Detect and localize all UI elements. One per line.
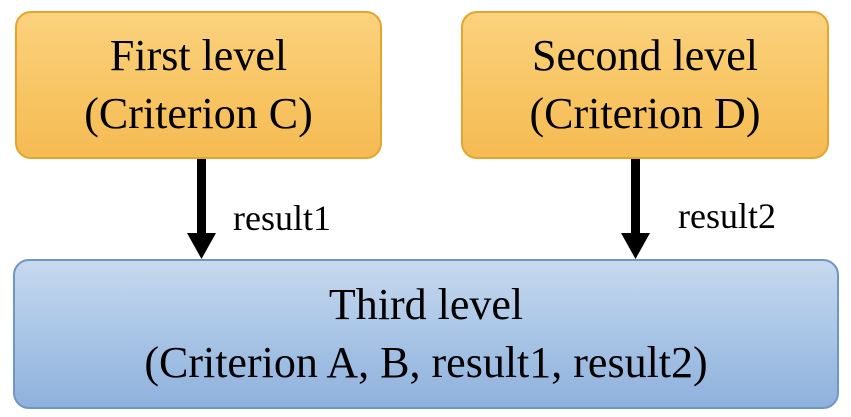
third-level-title: Third level bbox=[328, 280, 524, 329]
arrow-first-to-third bbox=[187, 159, 216, 259]
arrow-first-to-third-shaft bbox=[197, 159, 206, 237]
second-level-title: Second level bbox=[531, 31, 759, 80]
first-level-title: First level bbox=[109, 31, 288, 80]
arrow-second-to-third-head bbox=[621, 233, 650, 259]
first-level-criterion: (Criterion C) bbox=[84, 89, 313, 138]
second-level-box: Second level (Criterion D) bbox=[461, 11, 829, 159]
arrow-second-to-third-shaft bbox=[631, 159, 640, 237]
third-level-box: Third level (Criterion A, B, result1, re… bbox=[13, 259, 839, 409]
arrow-second-to-third bbox=[621, 159, 650, 259]
third-level-criteria: (Criterion A, B, result1, result2) bbox=[144, 338, 708, 387]
edge-label-result1: result1 bbox=[233, 198, 331, 238]
arrow-first-to-third-head bbox=[187, 233, 216, 259]
second-level-criterion: (Criterion D) bbox=[529, 89, 761, 138]
first-level-box: First level (Criterion C) bbox=[15, 11, 382, 159]
edge-label-result2: result2 bbox=[678, 196, 776, 236]
